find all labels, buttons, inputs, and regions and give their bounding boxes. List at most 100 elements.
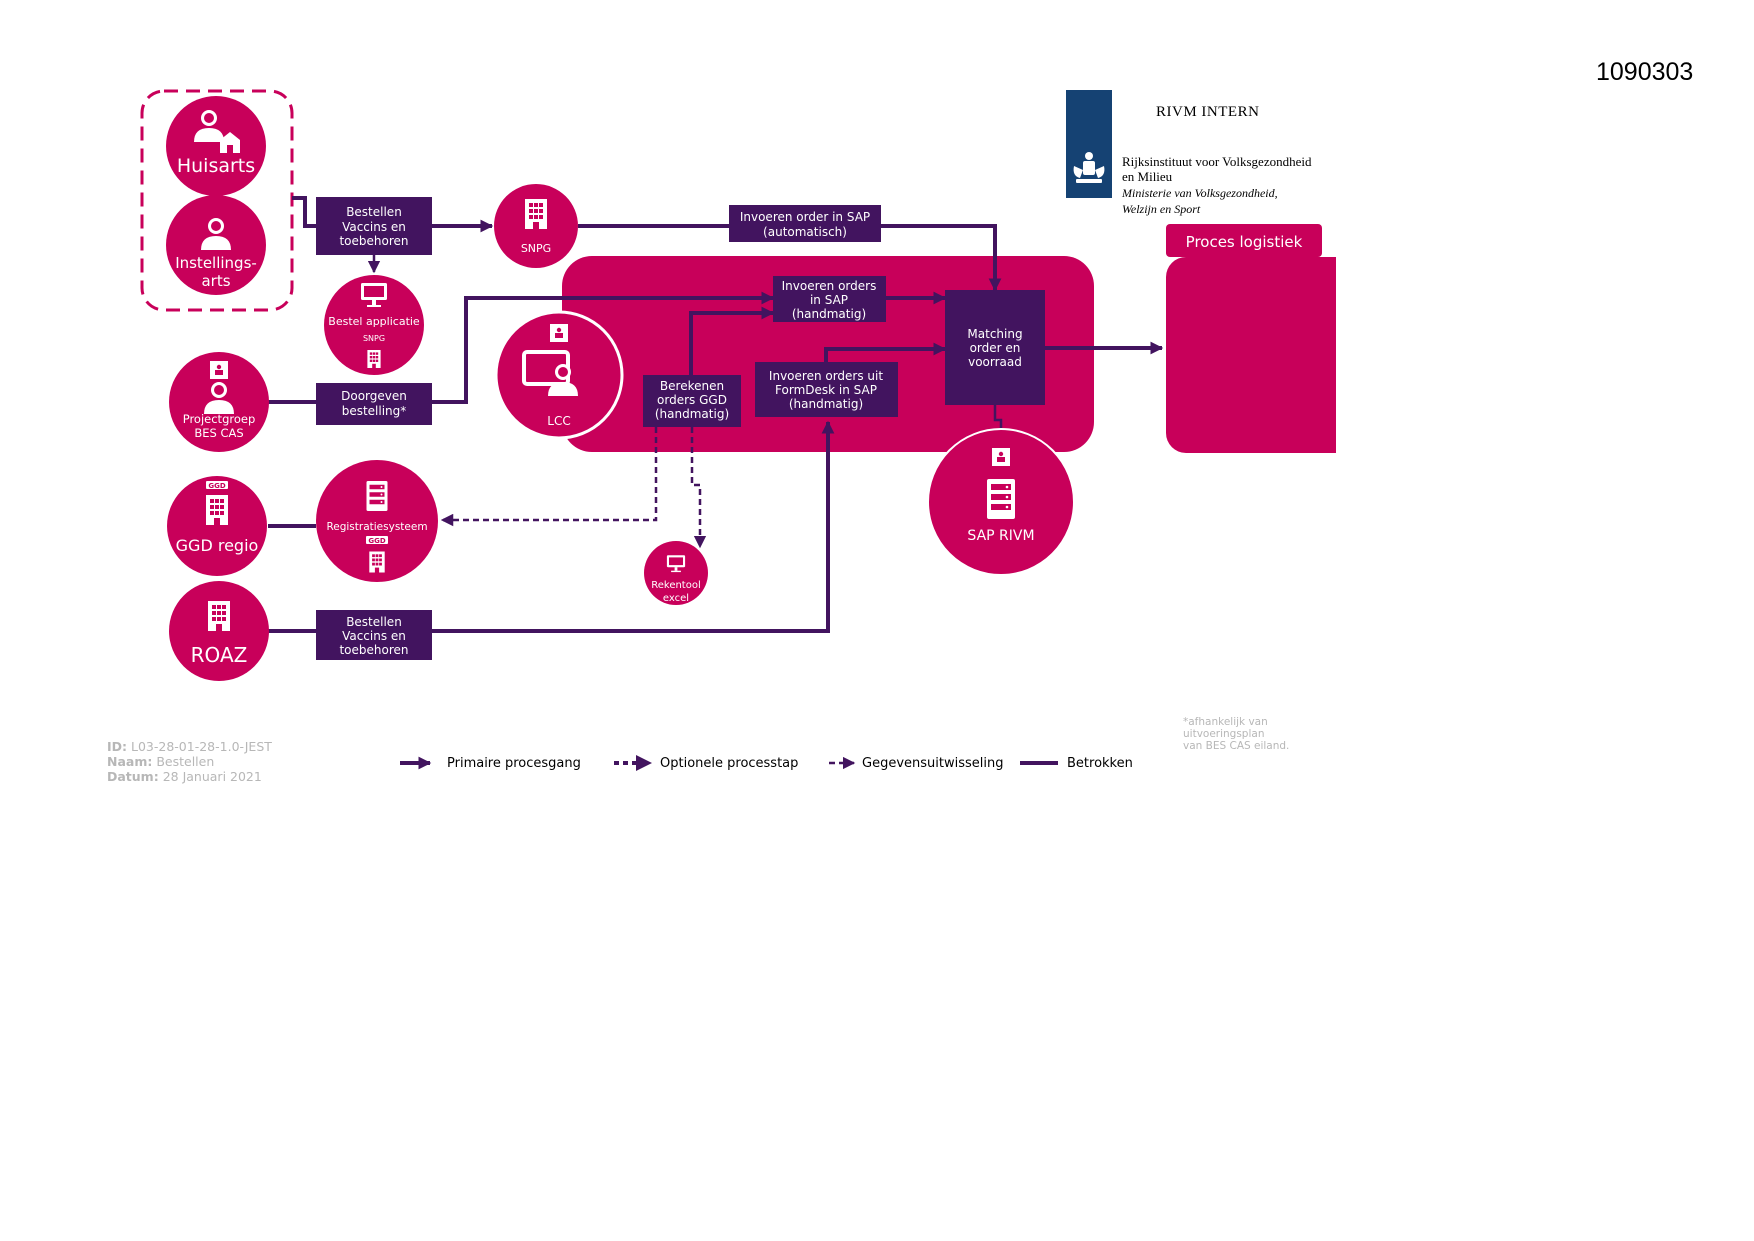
step-bestellen-1[interactable]: Bestellen Vaccins en toebehoren xyxy=(316,197,432,255)
building-icon xyxy=(525,199,547,229)
actor-label-roaz: ROAZ xyxy=(191,643,248,667)
step-formdesk-line-2: FormDesk in SAP xyxy=(775,383,877,397)
step-invoeren-automatisch[interactable]: Invoeren order in SAP (automatisch) xyxy=(729,205,881,242)
server-icon xyxy=(366,481,388,511)
organisation-name: Rijksinstituut voor Volksgezondheid xyxy=(1122,154,1312,169)
requester-group-frame xyxy=(140,89,294,312)
flow-snpg-to-matching xyxy=(578,224,1002,292)
actor-label-instellingsarts-2: arts xyxy=(201,272,230,290)
process-logistiek-panel xyxy=(1166,257,1326,453)
document-metadata: ID: L03-28-01-28-1.0-JEST Naam: Bestelle… xyxy=(107,739,272,784)
system-bestel-applicatie[interactable]: Bestel applicatie SNPG xyxy=(324,275,424,375)
ggd-logo-icon xyxy=(366,536,388,545)
step-formdesk-line-1: Invoeren orders uit xyxy=(769,369,883,383)
system-label-bestel-app: Bestel applicatie xyxy=(328,315,420,328)
system-sap-rivm[interactable]: SAP RIVM xyxy=(927,428,1075,576)
meta-id-value: L03-28-01-28-1.0-JEST xyxy=(131,739,272,754)
actor-label-huisarts: Huisarts xyxy=(177,155,255,177)
step-doorgeven-bestelling[interactable]: Doorgeven bestelling* xyxy=(316,383,432,425)
building-icon xyxy=(206,495,228,525)
step-matching-line-2: order en xyxy=(970,341,1021,355)
actor-label-instellingsarts-1: Instellings- xyxy=(175,254,257,272)
step-matching-line-1: Matching xyxy=(967,327,1022,341)
system-rekentool-excel[interactable]: Rekentool excel xyxy=(644,541,708,605)
legend-primary-label: Primaire procesgang xyxy=(447,756,581,771)
ministry-name: Ministerie van Volksgezondheid, xyxy=(1122,186,1278,200)
step-bestellen-2-line-3: toebehoren xyxy=(339,643,408,657)
legend-optional-arrow xyxy=(636,755,652,771)
actor-ggd-regio[interactable]: GGD regio xyxy=(167,476,267,576)
step-invoeren-auto-line-1: Invoeren order in SAP xyxy=(740,210,870,224)
footnote-line-2: uitvoeringsplan xyxy=(1183,728,1265,740)
meta-datum-label: Datum: xyxy=(107,769,159,784)
step-invoeren-hand-line-3: (handmatig) xyxy=(792,307,866,321)
step-bestellen-2-line-2: Vaccins en xyxy=(342,629,406,643)
system-label-rekentool-1: Rekentool xyxy=(651,580,701,591)
step-invoeren-formdesk[interactable]: Invoeren orders uit FormDesk in SAP (han… xyxy=(755,362,898,417)
step-doorgeven-line-1: Doorgeven xyxy=(341,389,407,403)
legend-data-label: Gegevensuitwisseling xyxy=(862,756,1003,771)
step-doorgeven-line-2: bestelling* xyxy=(342,404,407,418)
organisation-name-2: en Milieu xyxy=(1122,169,1173,184)
server-icon xyxy=(987,479,1015,519)
coat-of-arms-icon xyxy=(1073,152,1105,183)
step-bestellen-2[interactable]: Bestellen Vaccins en toebehoren xyxy=(316,610,432,660)
system-label-sap-rivm: SAP RIVM xyxy=(967,528,1034,544)
system-registratiesysteem[interactable]: Registratiesysteem xyxy=(316,460,438,582)
step-bestellen-1-line-3: toebehoren xyxy=(339,234,408,248)
meta-naam-value: Bestellen xyxy=(156,754,215,769)
legend: Primaire procesgang Optionele processtap… xyxy=(400,755,1133,771)
actor-label-snpg: SNPG xyxy=(521,242,551,255)
actor-instellingsarts[interactable]: Instellings- arts xyxy=(166,195,266,295)
data-berekenen-to-registratie xyxy=(440,427,658,527)
footnote-line-3: van BES CAS eiland. xyxy=(1183,740,1290,752)
step-berekenen-line-1: Berekenen xyxy=(660,379,724,393)
step-bestellen-2-line-1: Bestellen xyxy=(346,615,402,629)
legend-involved-label: Betrokken xyxy=(1067,756,1133,771)
flow-huisarts-to-bestellen xyxy=(292,196,316,228)
step-invoeren-auto-line-2: (automatisch) xyxy=(763,225,847,239)
coat-of-arms-icon xyxy=(210,361,228,379)
actor-projectgroep-bes-cas[interactable]: Projectgroep BES CAS xyxy=(169,352,269,452)
step-invoeren-hand-line-1: Invoeren orders xyxy=(782,279,877,293)
coat-of-arms-icon xyxy=(992,448,1010,466)
actor-roaz[interactable]: ROAZ xyxy=(169,581,269,681)
flow-roaz-to-formdesk xyxy=(432,420,835,633)
step-bestellen-1-line-2: Vaccins en xyxy=(342,220,406,234)
step-berekenen-line-2: orders GGD xyxy=(657,393,727,407)
step-matching-order-voorraad[interactable]: Matching order en voorraad xyxy=(945,290,1045,405)
system-label-rekentool-2: excel xyxy=(663,593,689,604)
footnote-line-1: *afhankelijk van xyxy=(1183,716,1268,728)
actor-label-lcc: LCC xyxy=(547,414,570,428)
step-bestellen-1-line-1: Bestellen xyxy=(346,205,402,219)
actor-huisarts[interactable]: Huisarts xyxy=(166,96,266,196)
actor-snpg[interactable]: SNPG xyxy=(494,184,578,268)
meta-id-label: ID: xyxy=(107,739,128,754)
step-invoeren-handmatig[interactable]: Invoeren orders in SAP (handmatig) xyxy=(773,276,886,322)
document-number: 1090303 xyxy=(1596,58,1694,86)
actor-label-ggd-regio: GGD regio xyxy=(176,536,259,555)
step-invoeren-hand-line-2: in SAP xyxy=(810,293,848,307)
classification-label: RIVM INTERN xyxy=(1156,104,1260,120)
step-berekenen-orders-ggd[interactable]: Berekenen orders GGD (handmatig) xyxy=(643,375,741,427)
meta-datum-value: 28 Januari 2021 xyxy=(162,769,262,784)
data-berekenen-to-rekentool xyxy=(690,427,707,549)
process-logistiek-label: Proces logistiek xyxy=(1186,233,1303,251)
rivm-logo: RIVM INTERN Rijksinstituut voor Volksgez… xyxy=(1066,90,1332,220)
building-icon xyxy=(367,350,381,368)
system-label-bestel-app-2: SNPG xyxy=(363,334,385,343)
footnote: *afhankelijk van uitvoeringsplan van BES… xyxy=(1183,716,1289,752)
step-matching-line-3: voorraad xyxy=(968,355,1022,369)
step-formdesk-line-3: (handmatig) xyxy=(789,397,863,411)
building-icon xyxy=(369,551,385,573)
actor-lcc[interactable]: LCC xyxy=(494,310,624,440)
step-berekenen-line-3: (handmatig) xyxy=(655,407,729,421)
coat-of-arms-icon xyxy=(550,324,568,342)
process-logistiek-tab[interactable] xyxy=(1166,224,1322,257)
flow-doorgeven-to-invoeren xyxy=(432,291,775,404)
actor-label-projectgroep-2: BES CAS xyxy=(194,426,243,440)
flow-formdesk-to-matching xyxy=(824,342,947,362)
building-icon xyxy=(208,601,230,631)
link-matching-sap xyxy=(993,405,1003,430)
